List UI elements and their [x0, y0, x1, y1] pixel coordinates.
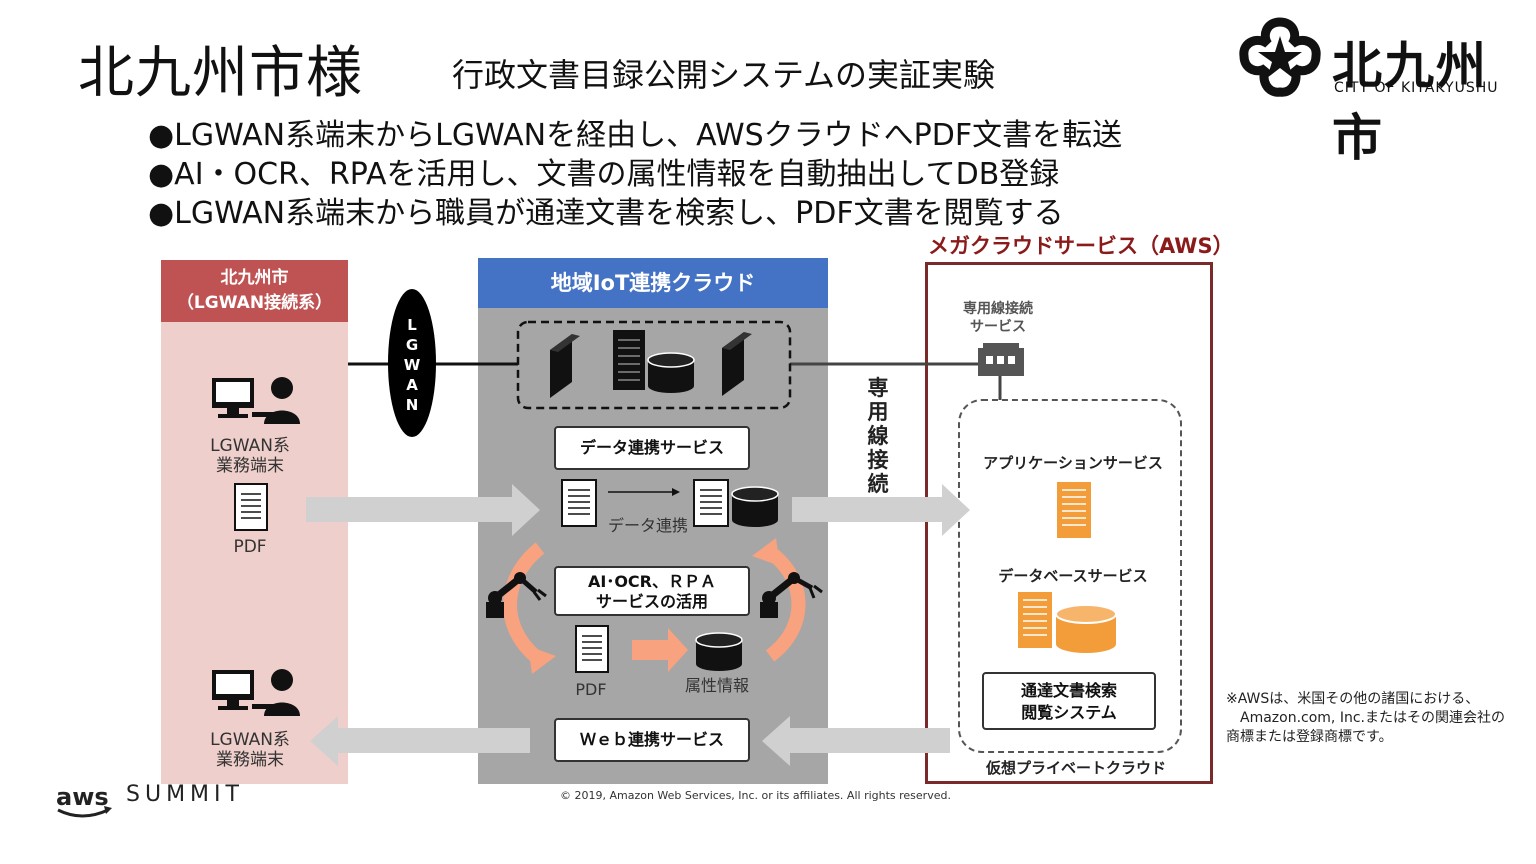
process-curve-arrow	[503, 542, 545, 666]
aws-cloud-box	[925, 262, 1213, 784]
transfer-arrow	[792, 484, 970, 536]
dedicated-connect-line2: サービス	[970, 319, 1026, 335]
search-system-line2: 閲覧システム	[1021, 703, 1117, 722]
lgwan-label: L G W A N	[403, 316, 421, 414]
user-terminal-icon	[212, 669, 300, 716]
trademark-note: ※AWSは、米国その他の諸国における、 Amazon.com, Inc.またはそ…	[1226, 691, 1505, 745]
dedicated-line-label: 専用線接続	[867, 376, 889, 496]
city-logo-subtext: CITY OF KITAKYUSHU	[1334, 80, 1499, 96]
search-system-line1: 通達文書検索	[1020, 681, 1117, 700]
page-title: 北九州市様	[78, 41, 363, 106]
pdf-label: PDF	[233, 537, 267, 557]
city-header-line1: 北九州市	[220, 268, 289, 288]
database-icon	[695, 632, 743, 671]
city-emblem-icon	[1239, 17, 1321, 97]
ai-service-line2: サービスの活用	[595, 592, 708, 611]
database-icon	[647, 352, 695, 393]
firewall-icon	[550, 334, 580, 398]
city-logo-text: 北九州市	[1332, 37, 1488, 167]
pdf-document-icon	[234, 483, 268, 531]
user-terminal-icon	[212, 377, 300, 424]
bullet-item: ●LGWAN系端末から職員が通達文書を検索し、PDF文書を閲覧する	[148, 196, 1064, 231]
iot-cloud-header: 地域IoT連携クラウド	[478, 258, 828, 308]
extract-arrow	[632, 628, 688, 672]
terminal-label: LGWAN系 業務端末	[210, 436, 290, 476]
response-arrow	[310, 716, 530, 766]
database-icon	[1055, 604, 1117, 653]
vpc-box	[958, 399, 1182, 753]
data-link-label: データ連携	[607, 516, 688, 535]
page-subtitle: 行政文書目録公開システムの実証実験	[452, 56, 996, 94]
city-column-header: 北九州市 （LGWAN接続系）	[161, 260, 348, 322]
aws-title: メガクラウドサービス（AWS）	[928, 234, 1234, 258]
dedicated-connect-line1: 専用線接続	[963, 301, 1033, 317]
server-icon	[613, 330, 645, 390]
db-service-label: データベースサービス	[998, 567, 1148, 585]
app-service-label: アプリケーションサービス	[983, 454, 1163, 472]
terminal-label: LGWAN系 業務端末	[210, 730, 290, 770]
dedicated-connect-label: 専用線接続 サービス	[946, 300, 1050, 336]
copyright: © 2019, Amazon Web Services, Inc. or its…	[560, 789, 951, 802]
ai-service-line1: AI･OCR、ＲＰＡ	[587, 572, 716, 591]
transfer-arrow	[306, 484, 540, 536]
document-search-system-box: 通達文書検索 閲覧システム	[982, 672, 1156, 730]
document-icon	[561, 479, 597, 527]
lgwan-network-icon: L G W A N	[388, 289, 436, 437]
robot-arm-icon	[486, 572, 547, 618]
document-icon	[693, 479, 729, 527]
data-link-service-box: データ連携サービス	[554, 426, 750, 470]
aws-smile-icon	[57, 808, 109, 818]
city-header-line2: （LGWAN接続系）	[176, 293, 333, 313]
db-server-icon	[1018, 592, 1052, 648]
bullet-item: ●LGWAN系端末からLGWANを経由し、AWSクラウドへPDF文書を転送	[148, 118, 1123, 153]
vpc-label: 仮想プライベートクラウド	[986, 759, 1167, 777]
appliance-group	[516, 320, 792, 410]
bullet-item: ●AI・OCR、RPAを活用し、文書の属性情報を自動抽出してDB登録	[148, 157, 1060, 192]
ai-ocr-rpa-service-box: AI･OCR、ＲＰＡ サービスの活用	[554, 566, 750, 616]
pdf-label: PDF	[575, 680, 607, 699]
pdf-document-icon	[575, 625, 609, 673]
robot-arm-icon	[760, 572, 823, 618]
aws-logo: aws	[56, 783, 109, 811]
app-server-icon	[1057, 482, 1091, 538]
database-icon	[731, 486, 779, 527]
summit-label: SUMMIT	[126, 782, 244, 807]
building-icon	[978, 343, 1024, 376]
web-link-service-box: Ｗｅｂ連携サービス	[554, 718, 750, 762]
response-arrow	[762, 716, 950, 766]
firewall-icon	[722, 332, 752, 396]
bullet-list: ●LGWAN系端末からLGWANを経由し、AWSクラウドへPDF文書を転送 ●A…	[148, 116, 1122, 233]
process-curve-arrow	[765, 546, 806, 662]
attribute-label: 属性情報	[684, 676, 749, 695]
